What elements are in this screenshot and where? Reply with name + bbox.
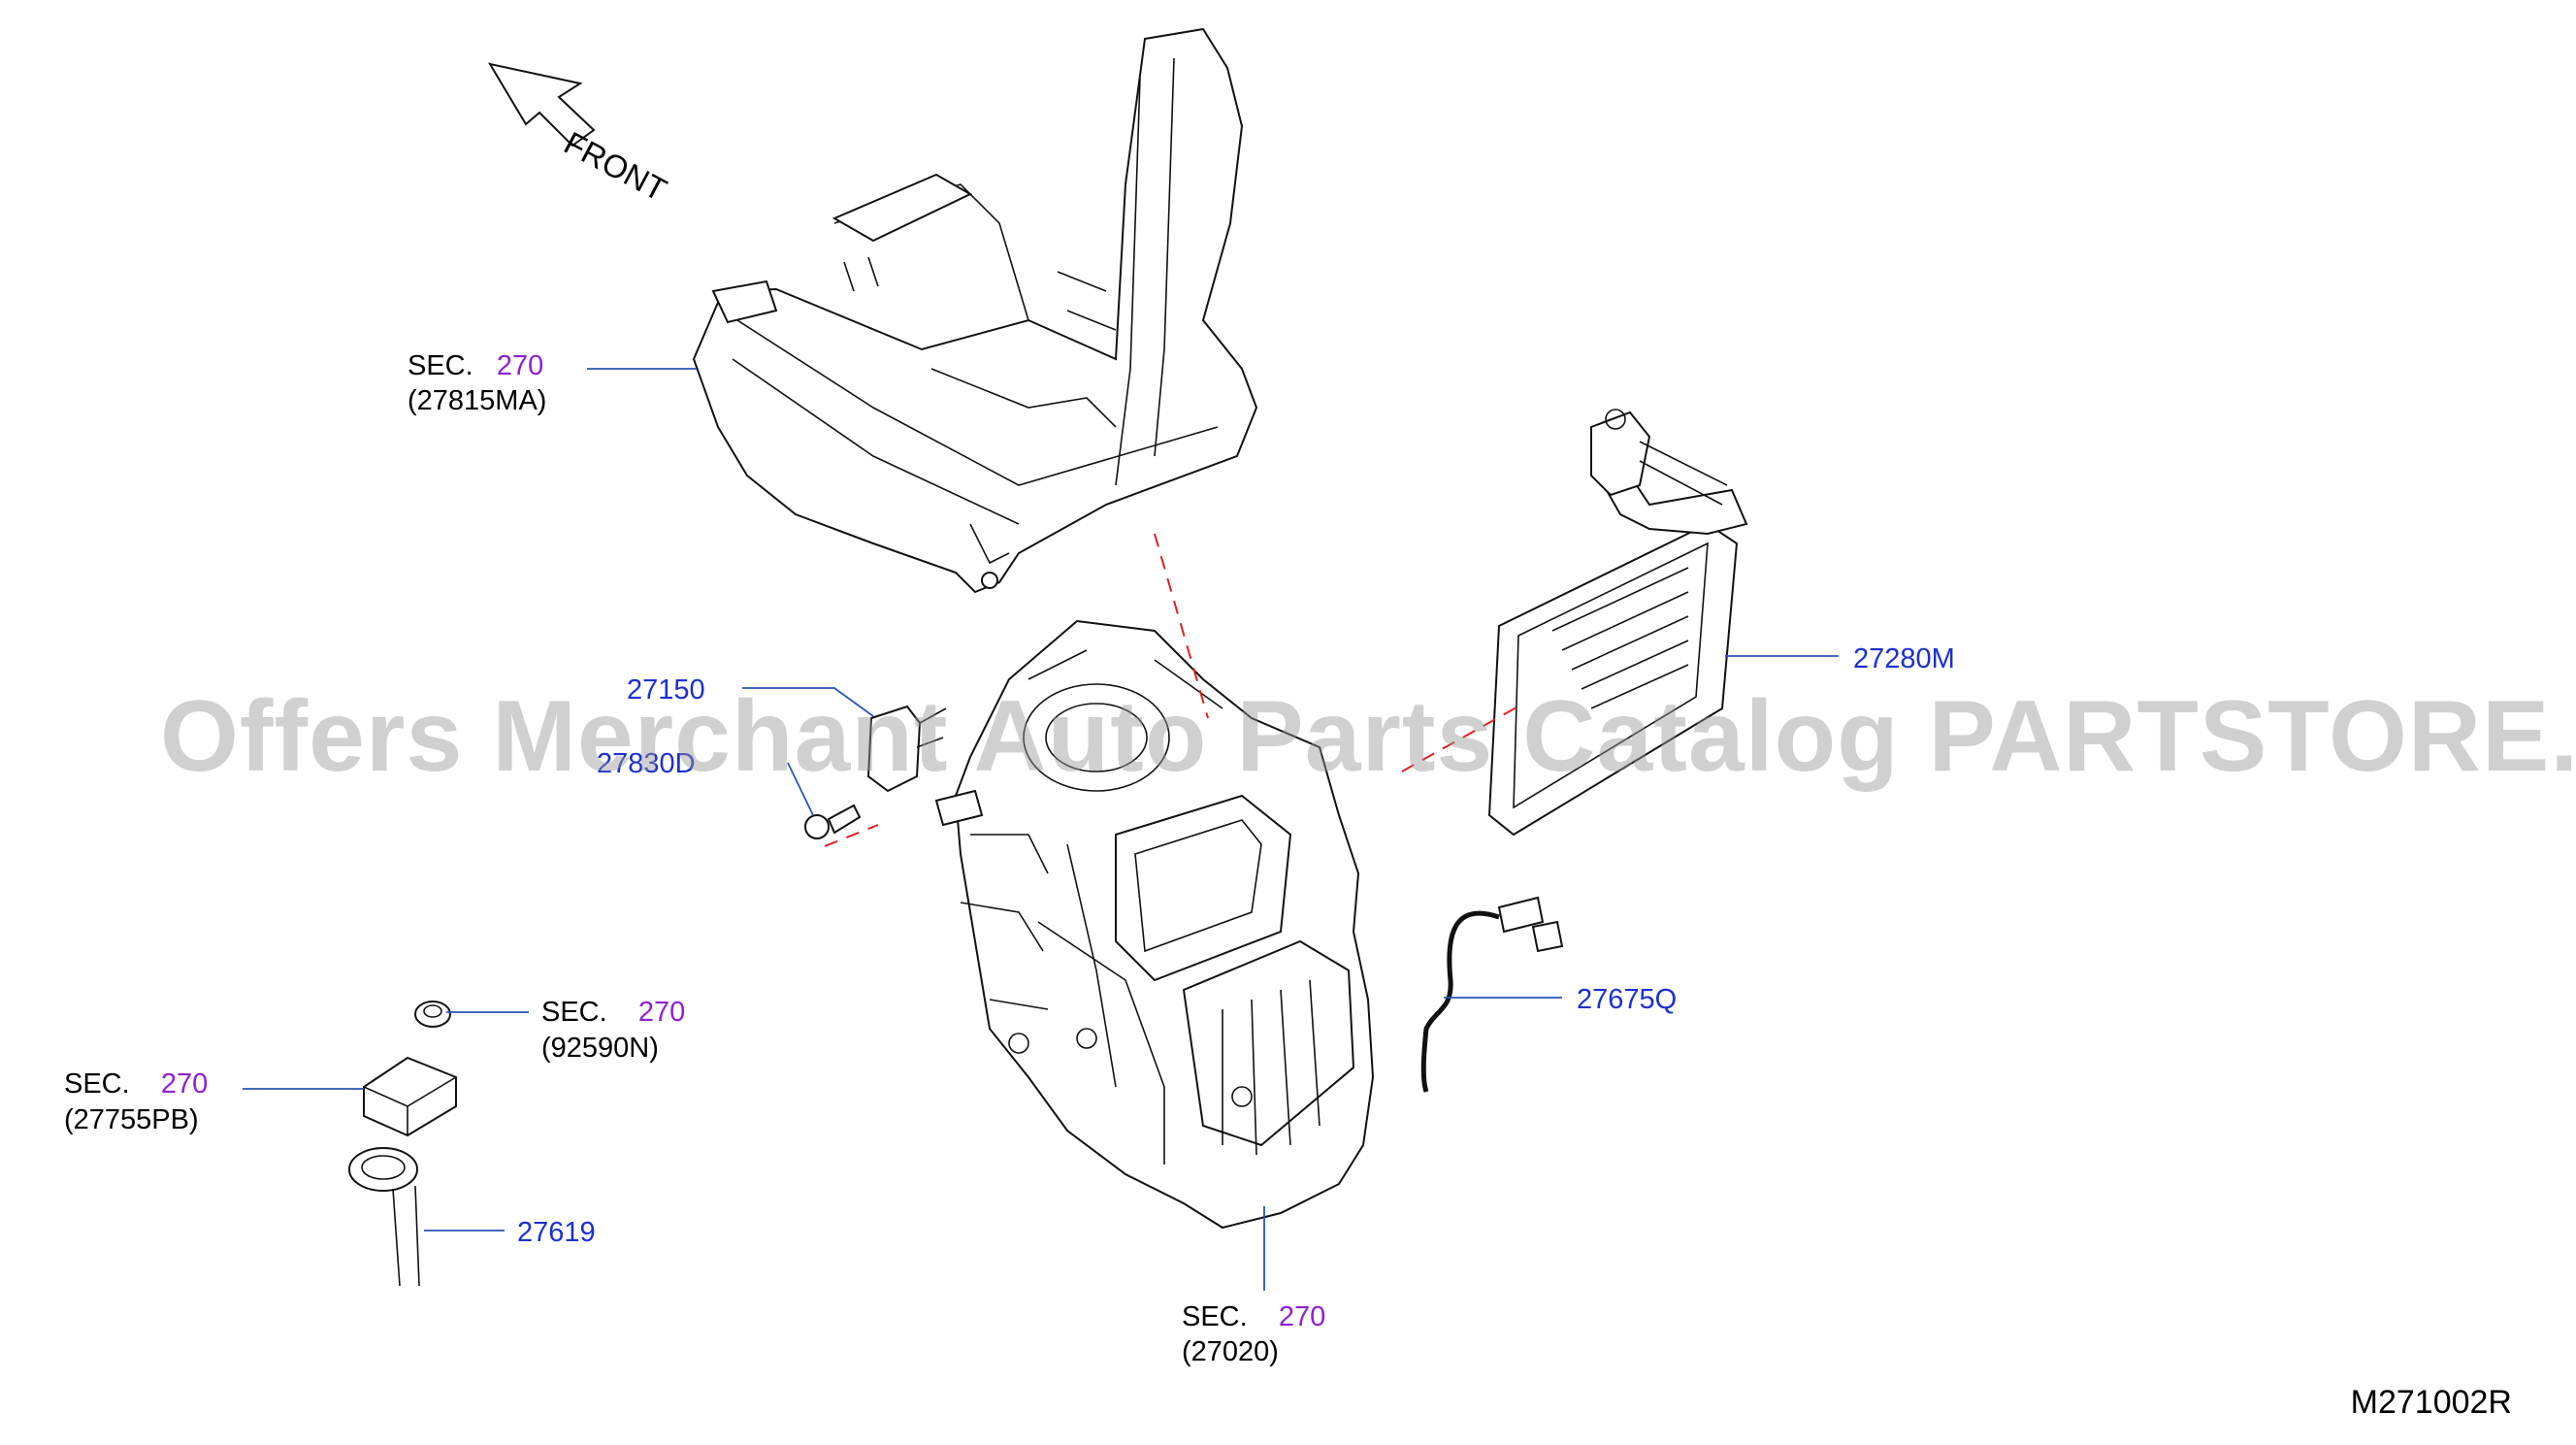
evaporator-part [1487,409,1748,837]
bolt-part-number[interactable]: 27830D [597,748,696,779]
drain-hose-part [348,1147,420,1287]
seal-part [363,1056,457,1137]
front-arrow-icon [487,62,596,148]
grommet-sec-number[interactable]: 270 [637,997,686,1028]
duct-sec-label: SEC. 270 [408,349,543,382]
seal-sec-number[interactable]: 270 [160,1068,209,1100]
heater-unit-sec-text: SEC. [1182,1301,1248,1332]
bolt-part [804,804,862,839]
seal-sec-text: SEC. [64,1068,130,1100]
diagram-code: M271002R [2350,1384,2512,1421]
sensor-part-number[interactable]: 27150 [627,674,705,706]
duct-assembly-part [692,27,1258,594]
harness-part [1420,896,1564,1093]
grommet-part [414,1001,451,1028]
heater-unit-sec-number[interactable]: 270 [1278,1301,1326,1332]
seal-sec-label: SEC. 270 [64,1067,208,1100]
drain-hose-part-number[interactable]: 27619 [517,1217,596,1248]
sensor-part [866,705,947,793]
seal-part-number: (27755PB) [64,1104,199,1135]
grommet-sec-label: SEC. 270 [541,996,685,1029]
harness-part-number[interactable]: 27675Q [1577,984,1678,1015]
evaporator-part-number[interactable]: 27280M [1853,643,1955,674]
watermark: Offers Merchant Auto Parts Catalog PARTS… [160,680,2576,793]
heater-unit-part [934,619,1375,1230]
duct-sec-number[interactable]: 270 [496,350,544,381]
duct-part-number: (27815MA) [408,385,547,416]
grommet-sec-text: SEC. [541,997,607,1028]
leader-lines [243,368,1839,1291]
grommet-part-number: (92590N) [541,1033,659,1064]
center-lines [824,533,1524,847]
heater-unit-part-number: (27020) [1182,1336,1279,1367]
duct-sec-text: SEC. [408,350,473,381]
heater-unit-sec-label: SEC. 270 [1182,1300,1325,1333]
